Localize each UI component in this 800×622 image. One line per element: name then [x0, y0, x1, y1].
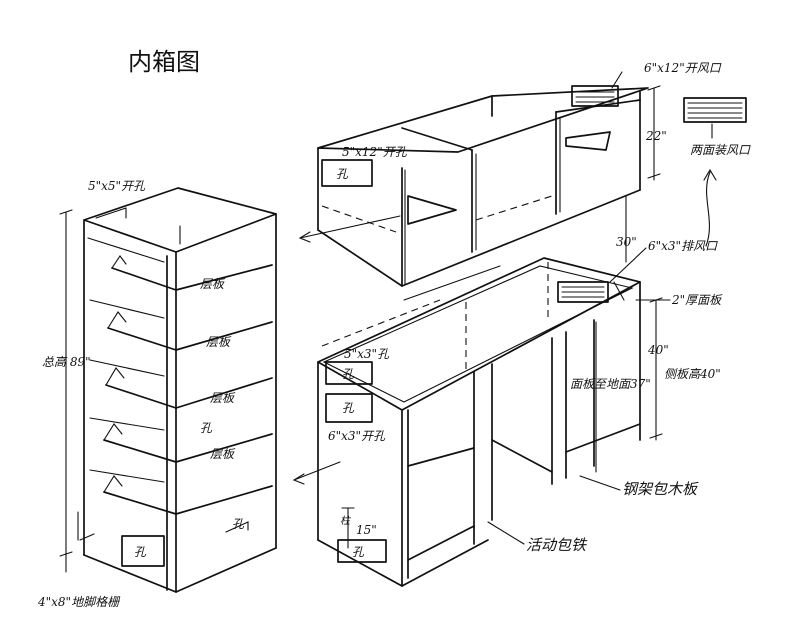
vent-detail-box [683, 97, 747, 123]
shelf-4 [103, 433, 273, 463]
shelf-1 [111, 264, 273, 291]
base-height-label: 面板至地面37" [570, 377, 651, 391]
shelf-2 [107, 321, 273, 351]
tall-top-hole-label: 5"x5"开孔 [88, 179, 146, 193]
base-door-note: 活动包铁 [526, 536, 588, 554]
base-depth-label: 40" [647, 343, 669, 357]
upper-hole-label: 孔 [336, 167, 349, 181]
base-kick-label: 柱 [340, 515, 352, 527]
shelf-label-4: 层板 [210, 447, 236, 461]
upper-cabinet [298, 85, 661, 287]
base-kick-height-label: 15" [356, 523, 377, 537]
shelf-label-1: 层板 [200, 277, 226, 291]
upper-shelf [407, 195, 457, 225]
base-top-panel-label: 2"厚面板 [671, 293, 723, 307]
vent-detail [683, 97, 747, 247]
base-cabinet [292, 257, 663, 587]
tall-hole-label-2: 孔 [232, 517, 245, 531]
tall-height-label: 总高 89" [42, 355, 91, 369]
base-top-hole-label: 5"x3"孔 [344, 347, 390, 361]
upper-vent-label: 6"x12"开风口 [644, 61, 722, 75]
base-hole-box-2 [325, 393, 373, 423]
upper-top-hole-label: 5"x12"开孔 [342, 145, 408, 159]
tall-grille-note: 4"x8"地脚格栅 [37, 595, 121, 609]
base-side-depth-label: 侧板高40" [664, 367, 721, 381]
base-bottom-hole-label: 孔 [352, 545, 365, 559]
base-vent [557, 281, 609, 303]
shelf-label-2: 层板 [206, 335, 232, 349]
base-hole-label-2: 孔 [342, 401, 355, 415]
tall-hole-label-1: 孔 [200, 421, 213, 435]
vent-detail-label: 两面装风口 [690, 143, 751, 157]
drawing-title: 内箱图 [128, 48, 200, 76]
upper-right-shelf [565, 131, 611, 151]
tall-cabinet [59, 187, 277, 593]
upper-height-label: 22" [645, 129, 667, 143]
base-hole-box-1 [325, 361, 373, 385]
upper-cabinet-top [317, 87, 649, 153]
base-frame-note: 钢架包木板 [622, 480, 699, 498]
shelves [103, 255, 273, 515]
base-bottom-hole-box [337, 539, 387, 563]
tall-bottom-grille-box [121, 535, 165, 567]
base-vent-label: 6"x3"排风口 [648, 239, 718, 253]
shelf-5 [103, 485, 273, 515]
top-hole-mark [95, 207, 127, 219]
upper-vent [571, 85, 619, 107]
base-hole-label-1: 孔 [342, 367, 355, 381]
tall-hole-label-3: 孔 [134, 545, 147, 559]
base-side-hole-label: 6"x3"开孔 [328, 429, 386, 443]
shelf-label-3: 层板 [210, 391, 236, 405]
upper-hole-box [321, 159, 373, 187]
shelf-3 [105, 377, 273, 409]
